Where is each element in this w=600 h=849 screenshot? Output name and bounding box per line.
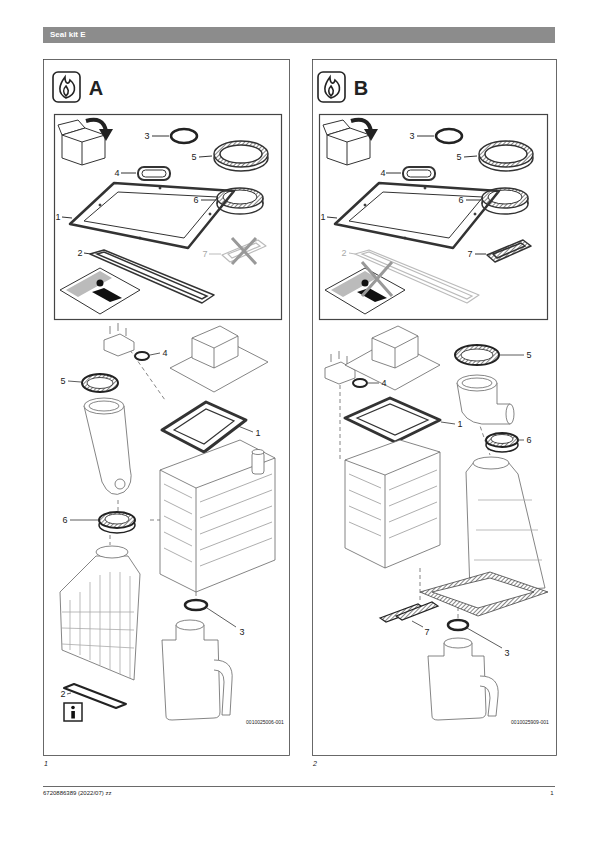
callout-number: 7 (424, 628, 429, 637)
page-number: 1 (550, 790, 553, 796)
callout-number: 6 (458, 196, 463, 205)
callout-number: 4 (381, 379, 386, 388)
kit-contents (58, 120, 533, 314)
callout-number: 5 (60, 377, 65, 386)
callout-number: 6 (193, 196, 198, 205)
callout-number: 2 (341, 249, 346, 258)
callout-number: 4 (162, 349, 167, 358)
exploded-view-b (325, 326, 548, 720)
callout-number: 3 (409, 132, 414, 141)
callout-number: 3 (144, 132, 149, 141)
callout-number: 4 (380, 169, 385, 178)
header-title: Seal kit E (50, 31, 86, 39)
callout-number: 6 (62, 516, 67, 525)
figure-code: 0010025006-001 (246, 720, 284, 725)
callout-number: 1 (457, 420, 462, 429)
callout-number: 3 (239, 628, 244, 637)
callout-number: 5 (191, 153, 196, 162)
panel-frames (44, 60, 557, 756)
gas-icon (53, 72, 345, 102)
figure-number: 2 (313, 760, 317, 767)
document-number: 6720886389 (2022/07) zz (43, 790, 111, 796)
callout-number: 7 (467, 250, 472, 259)
panel-letter: B (354, 78, 368, 98)
callout-number: 1 (55, 213, 60, 222)
callout-number: 5 (456, 153, 461, 162)
figure-code: 0010025909-001 (511, 720, 549, 725)
callout-number: 1 (320, 213, 325, 222)
footer-rule (43, 786, 555, 787)
callout-number: 3 (504, 649, 509, 658)
callout-number: 5 (526, 351, 531, 360)
callout-number: 1 (255, 429, 260, 438)
header-bar (43, 27, 555, 43)
callout-number: 7 (202, 250, 207, 259)
figure-number: 1 (44, 760, 48, 767)
callout-number: 6 (526, 436, 531, 445)
callout-number: 4 (114, 169, 119, 178)
callout-number: 2 (77, 249, 82, 258)
exploded-view-a (60, 323, 275, 721)
panel-letter: A (89, 78, 103, 98)
callout-number: 2 (60, 690, 65, 699)
